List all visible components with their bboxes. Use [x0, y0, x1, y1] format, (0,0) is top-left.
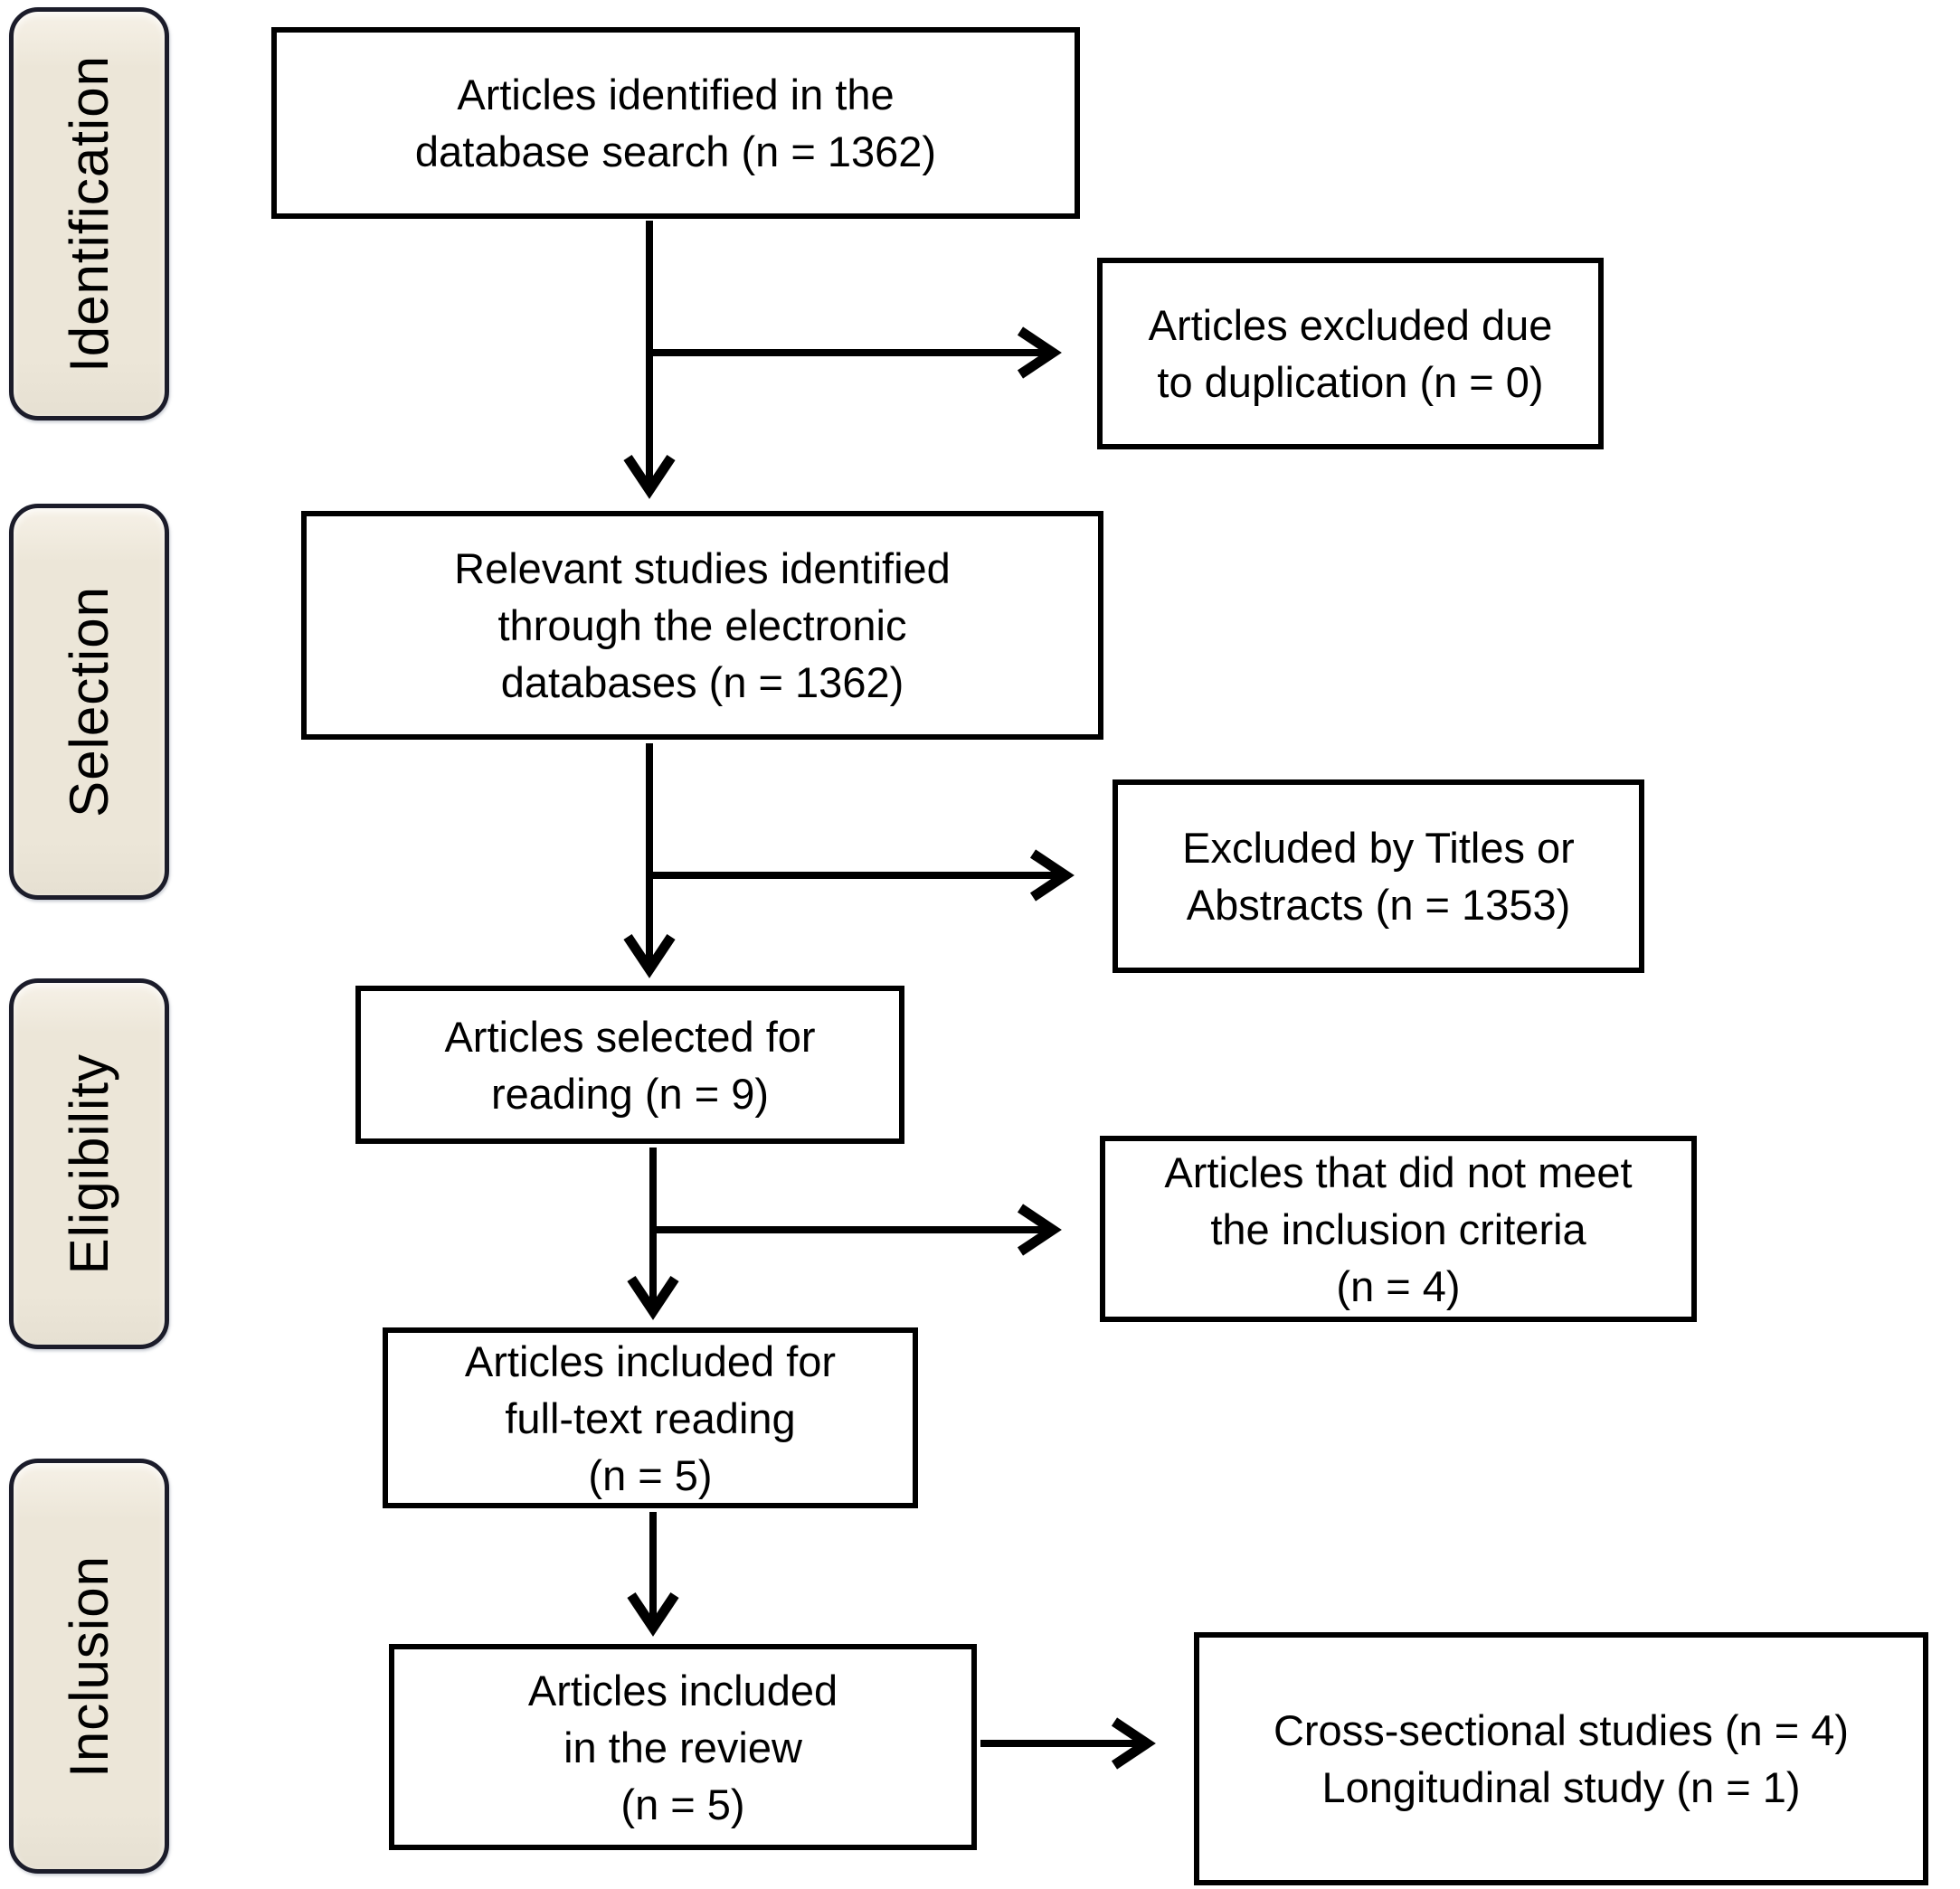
box-text-line: Articles identified in the	[457, 71, 895, 118]
stage-label: Identification	[59, 55, 119, 373]
stage-tab-eligibility: Eligibility	[9, 978, 169, 1349]
box-text-line: Articles selected for	[444, 1012, 816, 1061]
stage-label: Selection	[59, 586, 119, 817]
box-text-line: Articles that did not meet	[1164, 1148, 1633, 1196]
stage-tab-identification: Identification	[9, 7, 169, 420]
box-text-line: database search (n = 1362)	[414, 128, 937, 175]
box-text-line: Relevant studies identified	[454, 544, 951, 592]
box-text-line: Abstracts (n = 1353)	[1186, 881, 1571, 929]
stage-label: Inclusion	[59, 1554, 119, 1778]
box-text-line: Articles included for	[464, 1336, 837, 1385]
box-text-line: databases (n = 1362)	[500, 658, 904, 706]
stage-tab-selection: Selection	[9, 504, 169, 900]
flow-box-relevant: Relevant studies identified through the …	[301, 511, 1103, 740]
box-text-line: in the review	[563, 1723, 802, 1771]
box-text-line: (n = 4)	[1336, 1261, 1461, 1310]
stage-label: Eligibility	[59, 1053, 119, 1275]
flow-box-identified: Articles identified in the database sear…	[271, 27, 1080, 219]
flow-box-not-meeting-criteria: Articles that did not meet the inclusion…	[1100, 1136, 1697, 1322]
box-text-line: (n = 5)	[588, 1450, 713, 1499]
box-text-line: Articles included	[527, 1666, 838, 1714]
box-text-line: (n = 5)	[620, 1780, 745, 1828]
flow-box-study-types: Cross-sectional studies (n = 4) Longitud…	[1194, 1632, 1928, 1885]
box-text-line: Articles excluded due	[1148, 301, 1553, 349]
flow-box-review: Articles included in the review (n = 5)	[389, 1644, 977, 1850]
box-text-line: Excluded by Titles or	[1182, 824, 1575, 872]
flow-box-selected: Articles selected for reading (n = 9)	[355, 986, 904, 1144]
box-text-line: reading (n = 9)	[491, 1069, 769, 1118]
box-text-line: to duplication (n = 0)	[1157, 358, 1544, 406]
stage-tab-inclusion: Inclusion	[9, 1459, 169, 1874]
box-text-line: through the electronic	[497, 601, 907, 649]
box-text-line: Cross-sectional studies (n = 4)	[1273, 1706, 1850, 1754]
box-text-line: full-text reading	[505, 1393, 796, 1442]
box-text-line: the inclusion criteria	[1210, 1204, 1586, 1253]
flow-box-excluded-titles: Excluded by Titles or Abstracts (n = 135…	[1113, 779, 1644, 973]
flow-box-excluded-duplication: Articles excluded due to duplication (n …	[1097, 258, 1604, 449]
flow-box-fulltext: Articles included for full-text reading …	[383, 1327, 918, 1508]
box-text-line: Longitudinal study (n = 1)	[1321, 1763, 1801, 1811]
